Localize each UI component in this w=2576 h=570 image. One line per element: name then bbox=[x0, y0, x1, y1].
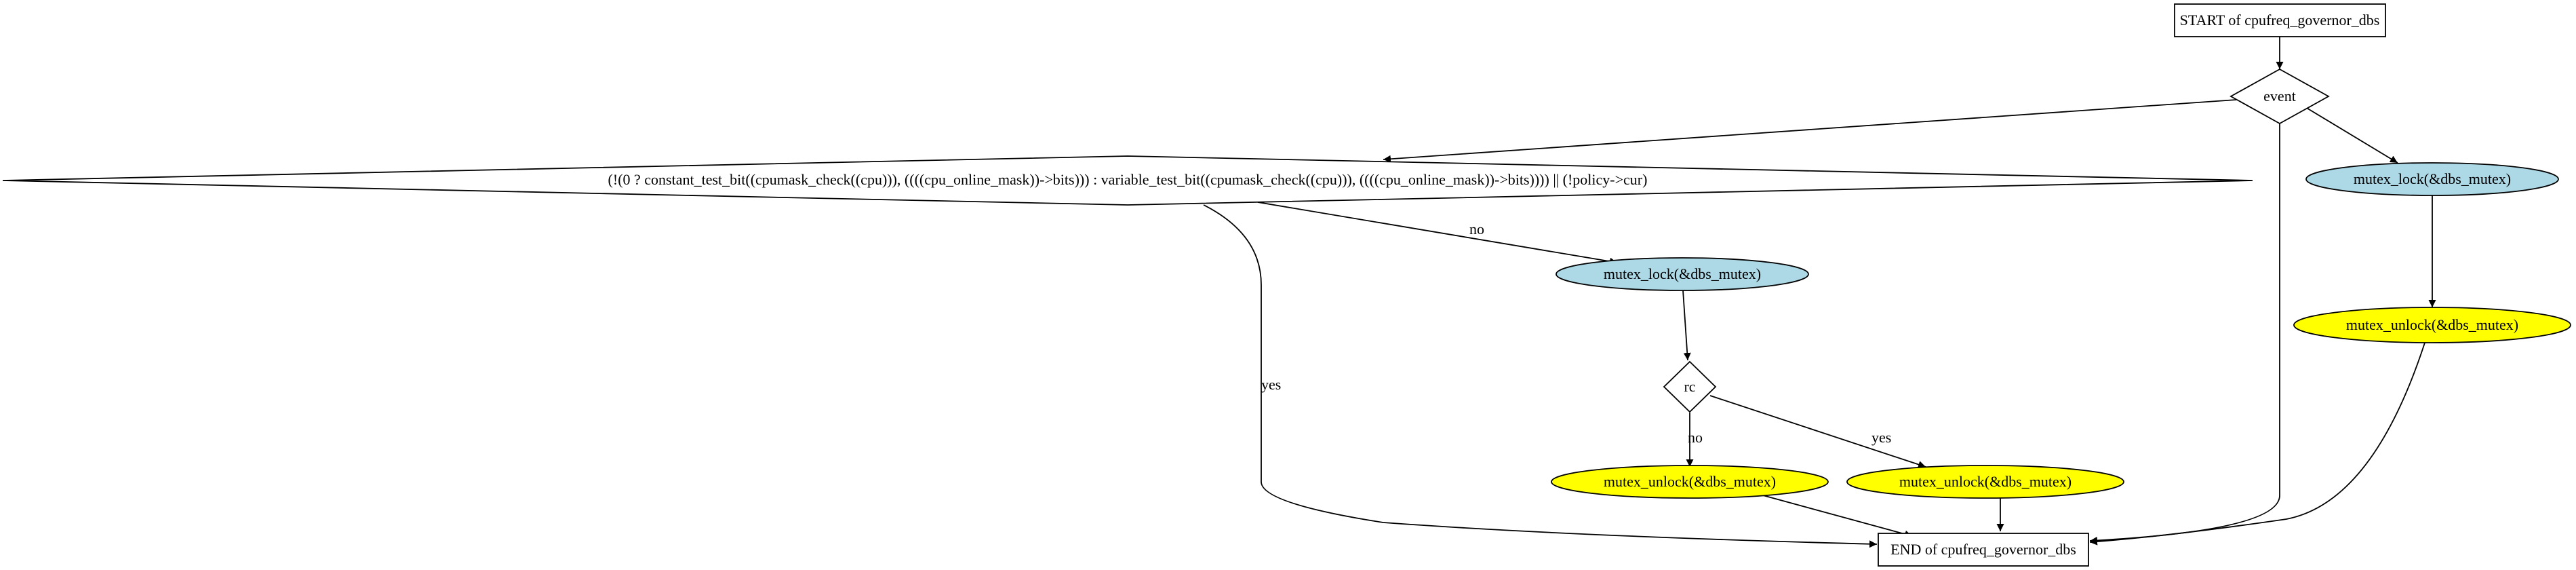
edge-lock-mid-rc bbox=[1682, 290, 1691, 361]
edge-unlock-no-end bbox=[1762, 495, 1913, 538]
unlock-no-node-label: mutex_unlock(&dbs_mutex) bbox=[1604, 473, 1776, 490]
event-decision-label: event bbox=[2263, 88, 2296, 104]
lock-right-node-label: mutex_lock(&dbs_mutex) bbox=[2354, 170, 2511, 187]
edge-rc-yes bbox=[1709, 395, 1926, 468]
edge-unlock-right-end bbox=[2089, 340, 2426, 546]
rc-decision-label: rc bbox=[1684, 378, 1695, 395]
edge-event-cond bbox=[1383, 99, 2237, 163]
lock-right-node: mutex_lock(&dbs_mutex) bbox=[2305, 162, 2559, 196]
edge-label-rc-yes: yes bbox=[1871, 429, 1891, 446]
edge-cond-yes bbox=[1203, 204, 1878, 548]
unlock-no-node: mutex_unlock(&dbs_mutex) bbox=[1551, 465, 1829, 499]
condition-decision-label: (!(0 ? constant_test_bit((cpumask_check(… bbox=[608, 171, 1648, 188]
rc-decision: rc bbox=[1663, 360, 1717, 413]
start-node-label: START of cpufreq_governor_dbs bbox=[2180, 12, 2380, 28]
edge-label-cond-yes: yes bbox=[1261, 376, 1281, 393]
end-node-label: END of cpufreq_governor_dbs bbox=[1890, 541, 2076, 558]
end-node: END of cpufreq_governor_dbs bbox=[1878, 533, 2089, 567]
condition-decision: (!(0 ? constant_test_bit((cpumask_check(… bbox=[2, 155, 2253, 206]
start-node: START of cpufreq_governor_dbs bbox=[2174, 3, 2386, 37]
edge-label-rc-no: no bbox=[1688, 429, 1703, 446]
event-decision: event bbox=[2230, 68, 2330, 125]
edge-cond-no bbox=[1257, 202, 1618, 265]
unlock-yes-node: mutex_unlock(&dbs_mutex) bbox=[1846, 465, 2124, 499]
edge-label-cond-no: no bbox=[1469, 221, 1484, 238]
unlock-right-node: mutex_unlock(&dbs_mutex) bbox=[2293, 307, 2571, 343]
unlock-right-node-label: mutex_unlock(&dbs_mutex) bbox=[2346, 316, 2518, 333]
edge-event-lock-right bbox=[2305, 107, 2398, 164]
unlock-yes-node-label: mutex_unlock(&dbs_mutex) bbox=[1899, 473, 2072, 490]
lock-mid-node-label: mutex_lock(&dbs_mutex) bbox=[1604, 265, 1761, 282]
lock-mid-node: mutex_lock(&dbs_mutex) bbox=[1555, 257, 1809, 291]
